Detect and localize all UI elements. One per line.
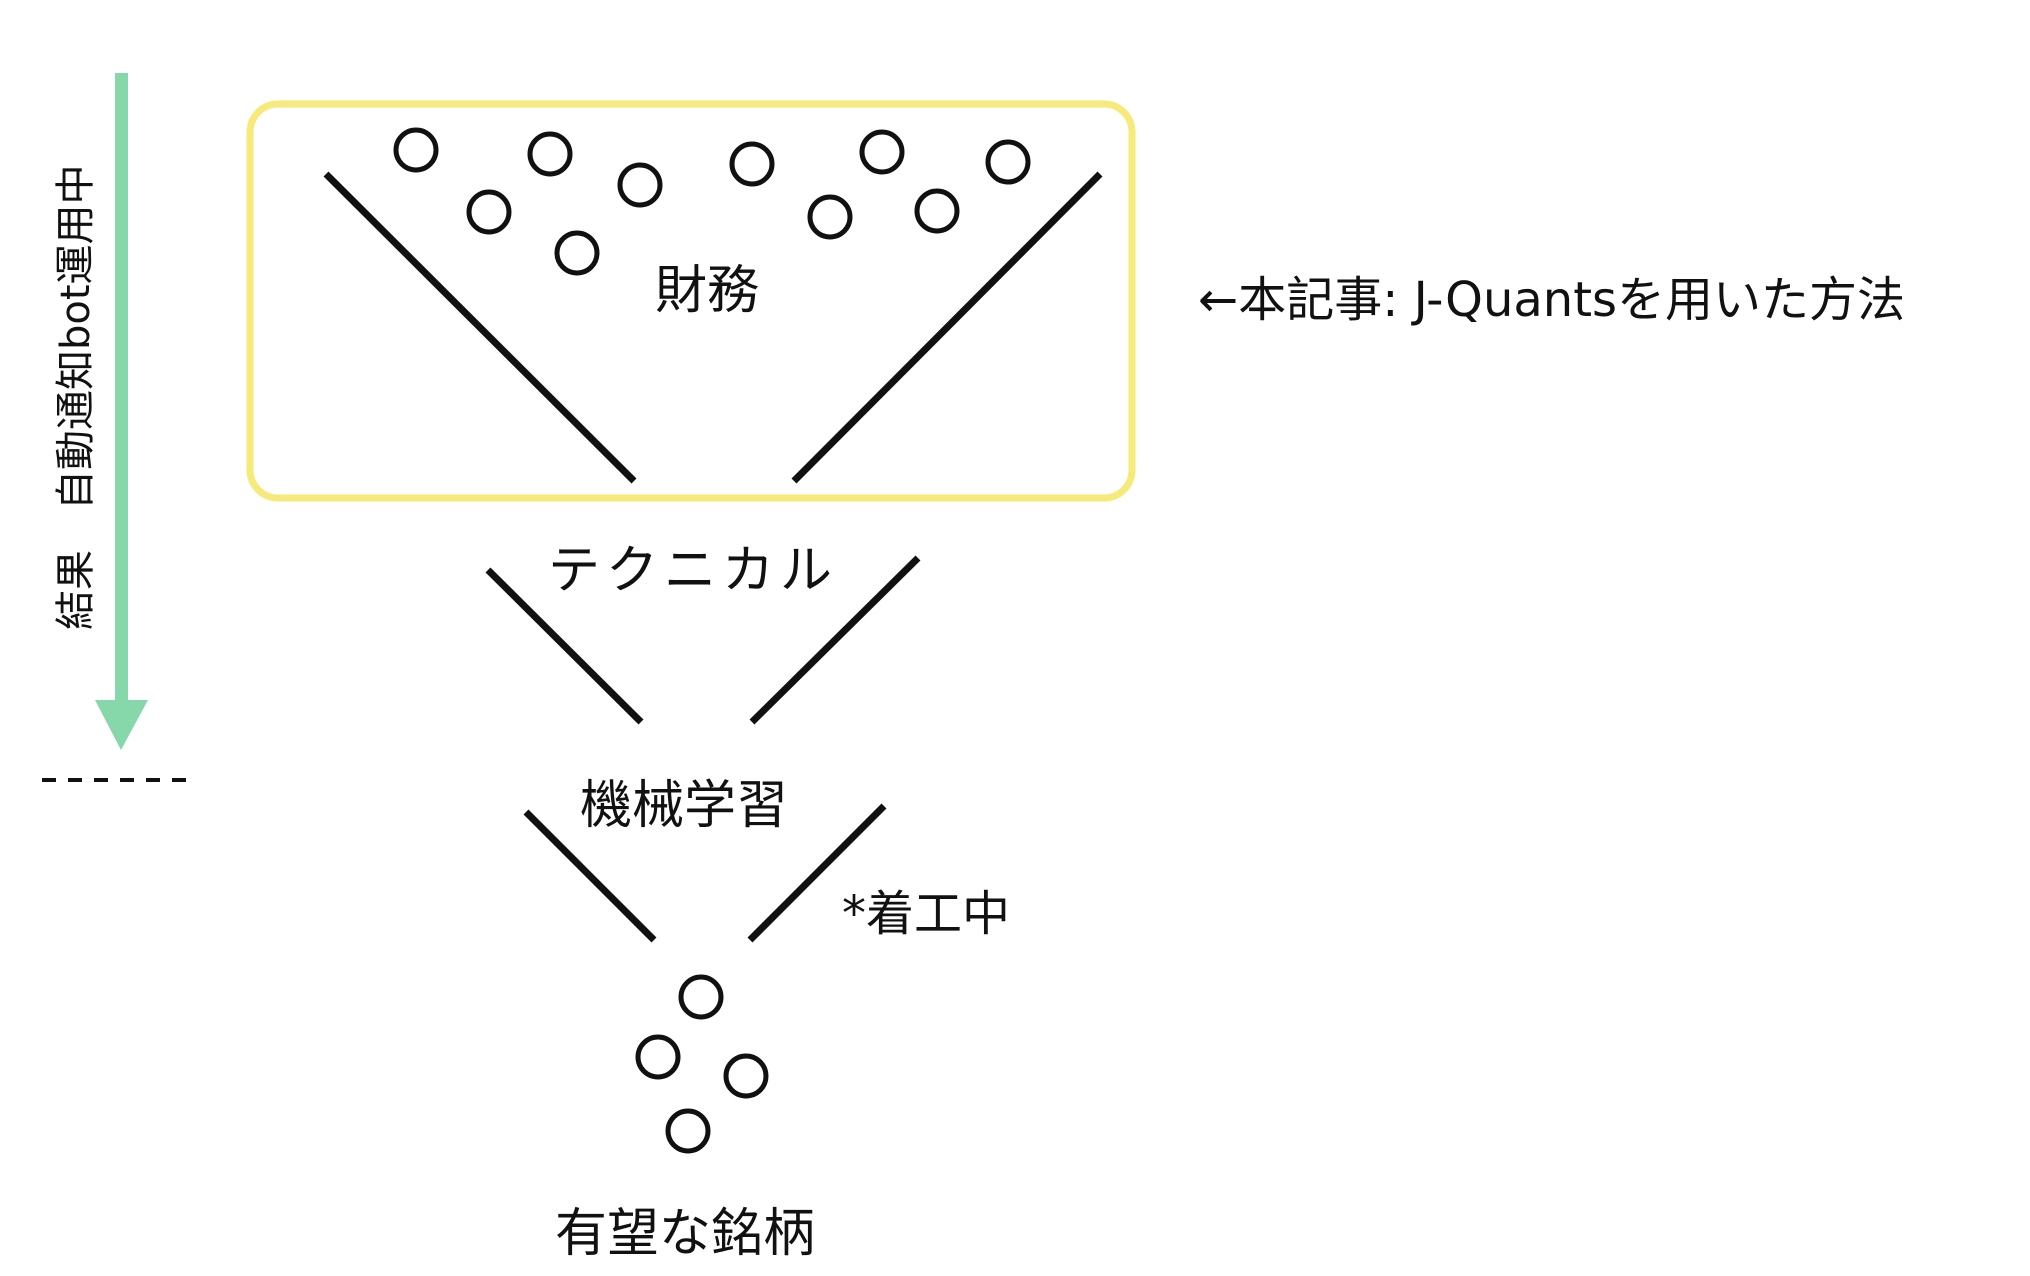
stock-circle <box>859 129 905 175</box>
result-circle <box>665 1108 711 1154</box>
funnel-technical-right <box>749 555 921 725</box>
result-label: 有望な銘柄 <box>555 1204 816 1264</box>
funnel-ml-left <box>523 809 657 943</box>
work-in-progress-note: *着工中 <box>842 886 1011 942</box>
stock-circle <box>729 141 775 187</box>
funnel-financial-right <box>791 171 1103 484</box>
stock-circle <box>617 162 663 208</box>
result-circle <box>635 1034 681 1080</box>
financial-highlight-box <box>246 100 1136 502</box>
funnel-financial-left <box>323 171 637 484</box>
stock-circle <box>527 131 573 177</box>
stage-label-machine-learning: 機械学習 <box>580 776 789 836</box>
funnel-ml-right <box>747 803 887 943</box>
stock-circle <box>393 127 439 173</box>
result-circle <box>723 1053 769 1099</box>
result-circle <box>678 974 724 1020</box>
stock-circle <box>554 230 600 276</box>
stock-circle <box>985 139 1031 185</box>
timeline-arrow-shaft <box>115 73 128 708</box>
article-method-note: ←本記事: J-Quantsを用いた方法 <box>1198 272 1906 328</box>
timeline-arrow <box>95 73 148 750</box>
stock-circle <box>466 189 512 235</box>
funnel-technical-left <box>485 567 644 725</box>
stock-circle <box>807 194 853 240</box>
stage-label-technical: テクニカル <box>548 541 839 601</box>
timeline-arrow-head <box>95 700 148 750</box>
stage-label-financial: 財務 <box>655 261 760 321</box>
stock-circle <box>914 188 960 234</box>
status-vertical-label: 結果 自動通知bot運用中 <box>53 164 99 630</box>
